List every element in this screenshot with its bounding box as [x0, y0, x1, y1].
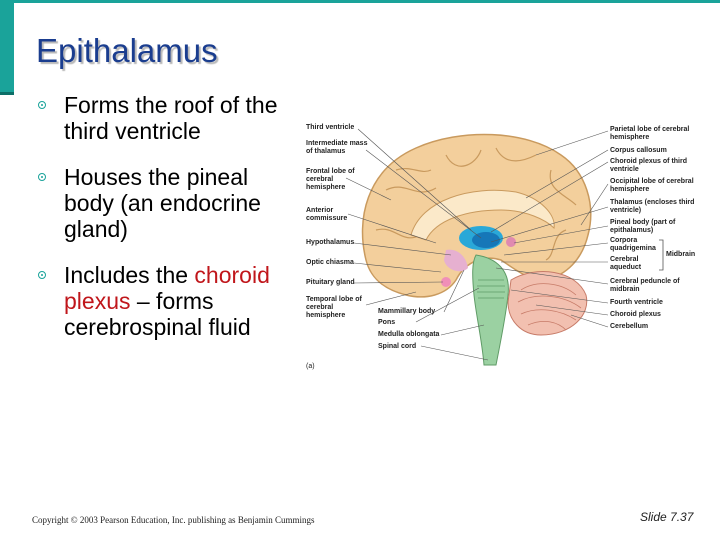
midbrain-bracket: [659, 239, 664, 271]
slide-number: Slide 7.37: [640, 510, 694, 524]
bullet-text: Forms the roof of the third ventricle: [64, 92, 278, 144]
slide-title: Epithalamus: [36, 32, 218, 69]
corpus-callosum: [410, 189, 555, 241]
pineal-body: [506, 237, 516, 247]
label-thalamus: Thalamus (encloses third ventricle): [610, 199, 695, 214]
panel-label: (a): [306, 363, 315, 370]
pons-lines: [477, 279, 505, 299]
bullet-marker-icon: [38, 173, 46, 181]
label-cerebral-peduncle: Cerebral peduncle of midbrain: [610, 278, 680, 293]
left-leader-lines: [345, 128, 489, 361]
brainstem: [472, 254, 509, 366]
label-choroid-plexus: Choroid plexus: [610, 311, 661, 318]
bullet-item: Includes the choroid plexus – forms cere…: [38, 262, 283, 340]
label-mammillary-body: Mammillary body: [378, 308, 436, 315]
right-leader-lines: [490, 130, 609, 328]
bullet-text: Houses the pineal body (an endocrine gla…: [64, 164, 261, 242]
bullet-list: Forms the roof of the third ventricle Ho…: [38, 92, 293, 360]
bullet-item: Houses the pineal body (an endocrine gla…: [38, 164, 293, 242]
label-frontal-lobe: Frontal lobe of cerebral hemisphere: [306, 168, 355, 191]
label-corpus-callosum: Corpus callosum: [610, 147, 667, 154]
label-third-ventricle: Third ventricle: [306, 124, 355, 131]
label-medulla-oblongata: Medulla oblongata: [378, 331, 440, 338]
label-cerebellum: Cerebellum: [610, 323, 649, 330]
label-pituitary-gland: Pituitary gland: [306, 279, 355, 286]
top-accent-bar: [0, 0, 720, 3]
label-intermediate-mass: Intermediate mass of thalamus: [306, 140, 368, 155]
label-pons: Pons: [378, 319, 396, 326]
label-optic-chiasma: Optic chiasma: [306, 259, 354, 266]
cerebrum-shape: [361, 133, 592, 298]
label-occipital-lobe: Occipital lobe of cerebral hemisphere: [610, 178, 694, 193]
label-corpora-quadrigemina: Corpora quadrigemina: [610, 237, 656, 252]
label-pineal-body: Pineal body (part of epithalamus): [610, 219, 676, 234]
brain-illustration: [345, 128, 664, 366]
pituitary-gland: [441, 277, 451, 287]
thalamus: [472, 232, 500, 248]
brain-sagittal-figure: Third ventricle Intermediate mass of tha…: [296, 110, 720, 380]
label-temporal-lobe: Temporal lobe of cerebral hemisphere: [306, 296, 362, 319]
label-spinal-cord: Spinal cord: [378, 343, 417, 350]
label-choroid-plexus-third: Choroid plexus of third ventricle: [610, 158, 687, 173]
left-accent-shadow: [0, 92, 14, 95]
label-fourth-ventricle: Fourth ventricle: [610, 299, 663, 306]
label-midbrain: Midbrain: [666, 251, 696, 258]
bullet-text-after: – forms cerebrospinal fluid: [64, 288, 251, 340]
bullet-marker-icon: [38, 101, 46, 109]
label-anterior-commissure: Anterior commissure: [306, 207, 348, 222]
bullet-text-before: Includes the: [64, 262, 195, 288]
copyright-footer: Copyright © 2003 Pearson Education, Inc.…: [32, 515, 315, 525]
gyri-lines: [375, 147, 577, 261]
cerebellum-folia: [517, 283, 582, 331]
cerebellum: [507, 271, 588, 336]
bullet-item: Forms the roof of the third ventricle: [38, 92, 293, 144]
label-parietal-lobe: Parietal lobe of cerebral hemisphere: [610, 126, 690, 141]
left-accent-bar: [0, 0, 14, 95]
label-cerebral-aqueduct: Cerebral aqueduct: [610, 256, 642, 271]
choroid-plexus-highlight: choroid plexus: [64, 262, 270, 314]
bullet-marker-icon: [38, 271, 46, 279]
label-hypothalamus: Hypothalamus: [306, 239, 355, 246]
